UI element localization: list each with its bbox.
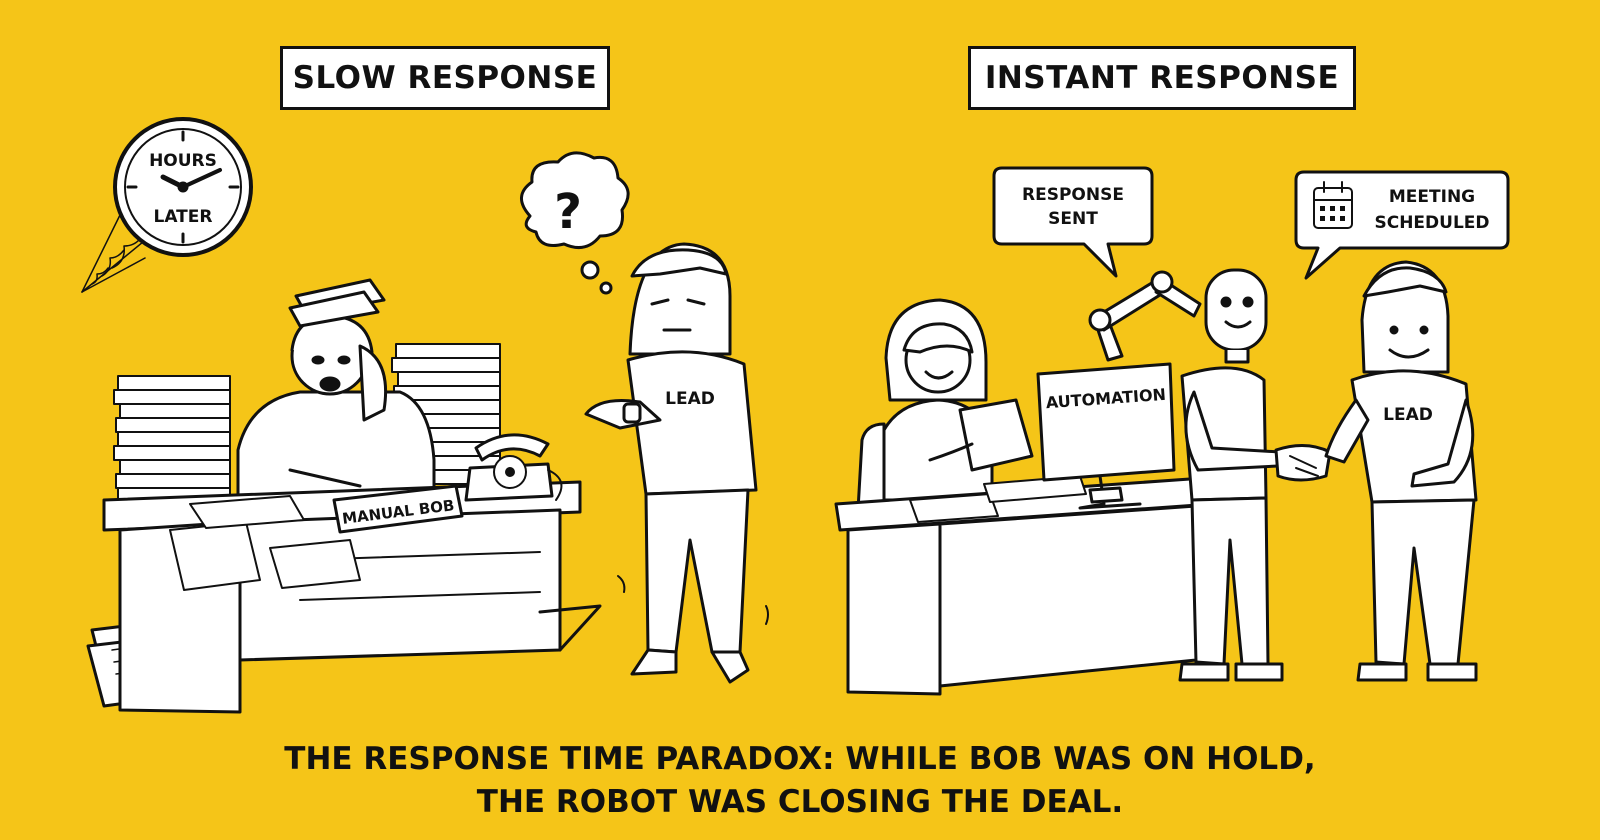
robot-figure bbox=[1178, 268, 1284, 682]
thought-bubble bbox=[520, 151, 630, 295]
calendar-icon bbox=[1313, 181, 1353, 229]
clock-text-hours: HOURS bbox=[149, 151, 217, 171]
bob-figure bbox=[236, 278, 436, 502]
handshake-icon bbox=[1274, 444, 1332, 482]
instant-response-title: INSTANT RESPONSE bbox=[968, 46, 1356, 110]
slow-response-title-text: SLOW RESPONSE bbox=[292, 60, 598, 96]
lead-shirt-label-right: LEAD bbox=[1383, 405, 1433, 425]
question-mark-icon: ? bbox=[554, 184, 582, 240]
wall-clock-icon bbox=[113, 117, 253, 257]
bubble-response-line1: RESPONSE bbox=[1022, 185, 1124, 205]
automation-monitor bbox=[1036, 362, 1176, 510]
bubble-response-line2: SENT bbox=[1048, 209, 1098, 229]
nameplate bbox=[332, 484, 464, 534]
lead-shirt-label-left: LEAD bbox=[665, 389, 715, 409]
lead-figure-right bbox=[1324, 260, 1478, 682]
rotary-phone-icon bbox=[464, 433, 563, 502]
robot-arm bbox=[1088, 270, 1202, 362]
woman-figure bbox=[856, 298, 1034, 512]
speech-bubble-response bbox=[992, 166, 1154, 278]
caption-line-1: THE RESPONSE TIME PARADOX: WHILE BOB WAS… bbox=[284, 741, 1316, 777]
lead-figure-left bbox=[584, 242, 769, 684]
caption: THE RESPONSE TIME PARADOX: WHILE BOB WAS… bbox=[0, 738, 1600, 824]
paper-stack-left bbox=[113, 375, 231, 503]
clock-text-later: LATER bbox=[154, 207, 213, 227]
desk-papers bbox=[169, 495, 361, 591]
slow-response-title: SLOW RESPONSE bbox=[280, 46, 610, 110]
bubble-meeting-line1: MEETING bbox=[1389, 187, 1475, 207]
desk-right bbox=[834, 475, 1214, 696]
bubble-meeting-line2: SCHEDULED bbox=[1374, 213, 1489, 233]
caption-line-2: THE ROBOT WAS CLOSING THE DEAL. bbox=[476, 784, 1124, 820]
instant-response-title-text: INSTANT RESPONSE bbox=[984, 60, 1340, 96]
